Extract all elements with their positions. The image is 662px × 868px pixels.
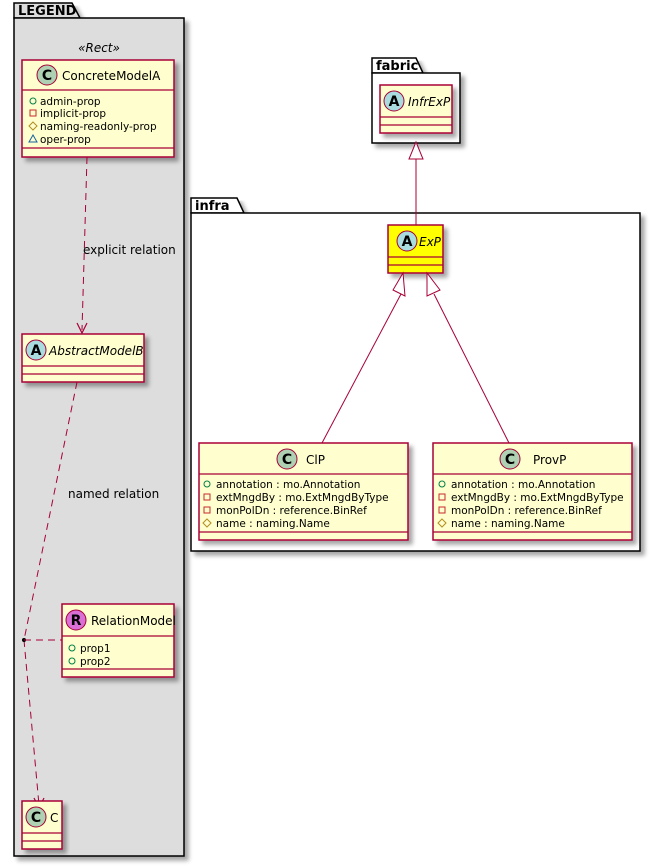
abstract-badge-a-icon: A bbox=[396, 230, 418, 252]
svg-text:C: C bbox=[42, 68, 52, 84]
class-name: C bbox=[50, 811, 58, 825]
attr: monPolDn : reference.BinRef bbox=[451, 505, 602, 517]
package-icon bbox=[28, 133, 38, 143]
attr: naming-readonly-prop bbox=[40, 121, 157, 133]
class-badge-c-icon: C bbox=[36, 64, 58, 86]
class-name: RelationModel bbox=[91, 614, 176, 628]
attr: monPolDn : reference.BinRef bbox=[216, 505, 367, 517]
svg-text:A: A bbox=[389, 94, 400, 110]
public-icon bbox=[438, 480, 446, 488]
attr: implicit-prop bbox=[40, 108, 106, 120]
class-name: ProvP bbox=[533, 453, 566, 467]
svg-text:R: R bbox=[71, 613, 82, 629]
relation-badge-r-icon: R bbox=[65, 609, 87, 631]
legend-package-name: LEGEND bbox=[18, 4, 77, 19]
public-icon bbox=[203, 480, 211, 488]
class-name: InfrExP bbox=[408, 95, 451, 109]
class-badge-c-icon: C bbox=[499, 448, 521, 470]
attr: admin-prop bbox=[40, 96, 101, 108]
attr: prop2 bbox=[80, 656, 111, 668]
svg-text:A: A bbox=[31, 343, 42, 359]
class-exp[interactable] bbox=[387, 224, 444, 274]
attr: oper-prop bbox=[40, 134, 91, 146]
inheritance-arrowhead-icon bbox=[408, 140, 424, 160]
inheritance-edge-exp-infrexp[interactable] bbox=[408, 140, 424, 225]
private-icon bbox=[29, 109, 37, 117]
svg-text:C: C bbox=[282, 452, 292, 468]
attr: name : naming.Name bbox=[451, 518, 565, 530]
attr-list: prop1 prop2 bbox=[68, 643, 111, 668]
attr-list: annotation : mo.Annotation extMngdBy : m… bbox=[437, 479, 624, 530]
protected-icon bbox=[28, 121, 38, 131]
attr: extMngdBy : mo.ExtMngdByType bbox=[216, 492, 389, 504]
public-icon bbox=[68, 644, 76, 652]
inheritance-edge-provp-exp[interactable] bbox=[426, 271, 510, 444]
arrowhead-icon bbox=[76, 322, 88, 335]
attr-list: annotation : mo.Annotation extMngdBy : m… bbox=[202, 479, 389, 530]
attr-list: admin-prop implicit-prop naming-readonly… bbox=[28, 96, 157, 146]
legend-stereotype: «Rect» bbox=[78, 41, 120, 55]
fabric-package-name: fabric bbox=[376, 59, 418, 74]
svg-text:C: C bbox=[505, 452, 515, 468]
class-name: ExP bbox=[419, 235, 442, 249]
private-icon bbox=[438, 493, 446, 501]
class-name: ConcreteModelA bbox=[62, 69, 161, 83]
public-icon bbox=[29, 97, 37, 105]
inheritance-edge-clp-exp[interactable] bbox=[321, 271, 406, 444]
svg-text:A: A bbox=[402, 234, 413, 250]
class-concrete-model-a[interactable] bbox=[21, 59, 175, 158]
class-clp[interactable] bbox=[198, 442, 409, 541]
inheritance-arrowhead-icon bbox=[426, 271, 441, 297]
protected-icon bbox=[202, 518, 212, 528]
class-badge-c-icon: C bbox=[276, 448, 298, 470]
abstract-badge-a-icon: A bbox=[25, 339, 47, 361]
infra-package-name: infra bbox=[195, 199, 230, 214]
public-icon bbox=[68, 657, 76, 665]
attr: name : naming.Name bbox=[216, 518, 330, 530]
named-relation-label: named relation bbox=[68, 487, 159, 501]
protected-icon bbox=[437, 518, 447, 528]
attr: annotation : mo.Annotation bbox=[216, 479, 360, 491]
private-icon bbox=[203, 493, 211, 501]
private-icon bbox=[438, 506, 446, 514]
class-name: ClP bbox=[306, 453, 325, 467]
attr: extMngdBy : mo.ExtMngdByType bbox=[451, 492, 624, 504]
class-infrexp[interactable] bbox=[379, 84, 453, 134]
attr: prop1 bbox=[80, 643, 111, 655]
class-badge-c-icon: C bbox=[25, 806, 47, 828]
class-name: AbstractModelB bbox=[48, 344, 144, 358]
private-icon bbox=[203, 506, 211, 514]
class-provp[interactable] bbox=[432, 442, 633, 541]
explicit-relation-edge[interactable] bbox=[76, 156, 88, 335]
svg-text:C: C bbox=[31, 810, 41, 826]
explicit-relation-label: explicit relation bbox=[83, 243, 176, 257]
abstract-badge-a-icon: A bbox=[383, 90, 405, 112]
inheritance-arrowhead-icon bbox=[392, 271, 406, 297]
attr: annotation : mo.Annotation bbox=[451, 479, 595, 491]
